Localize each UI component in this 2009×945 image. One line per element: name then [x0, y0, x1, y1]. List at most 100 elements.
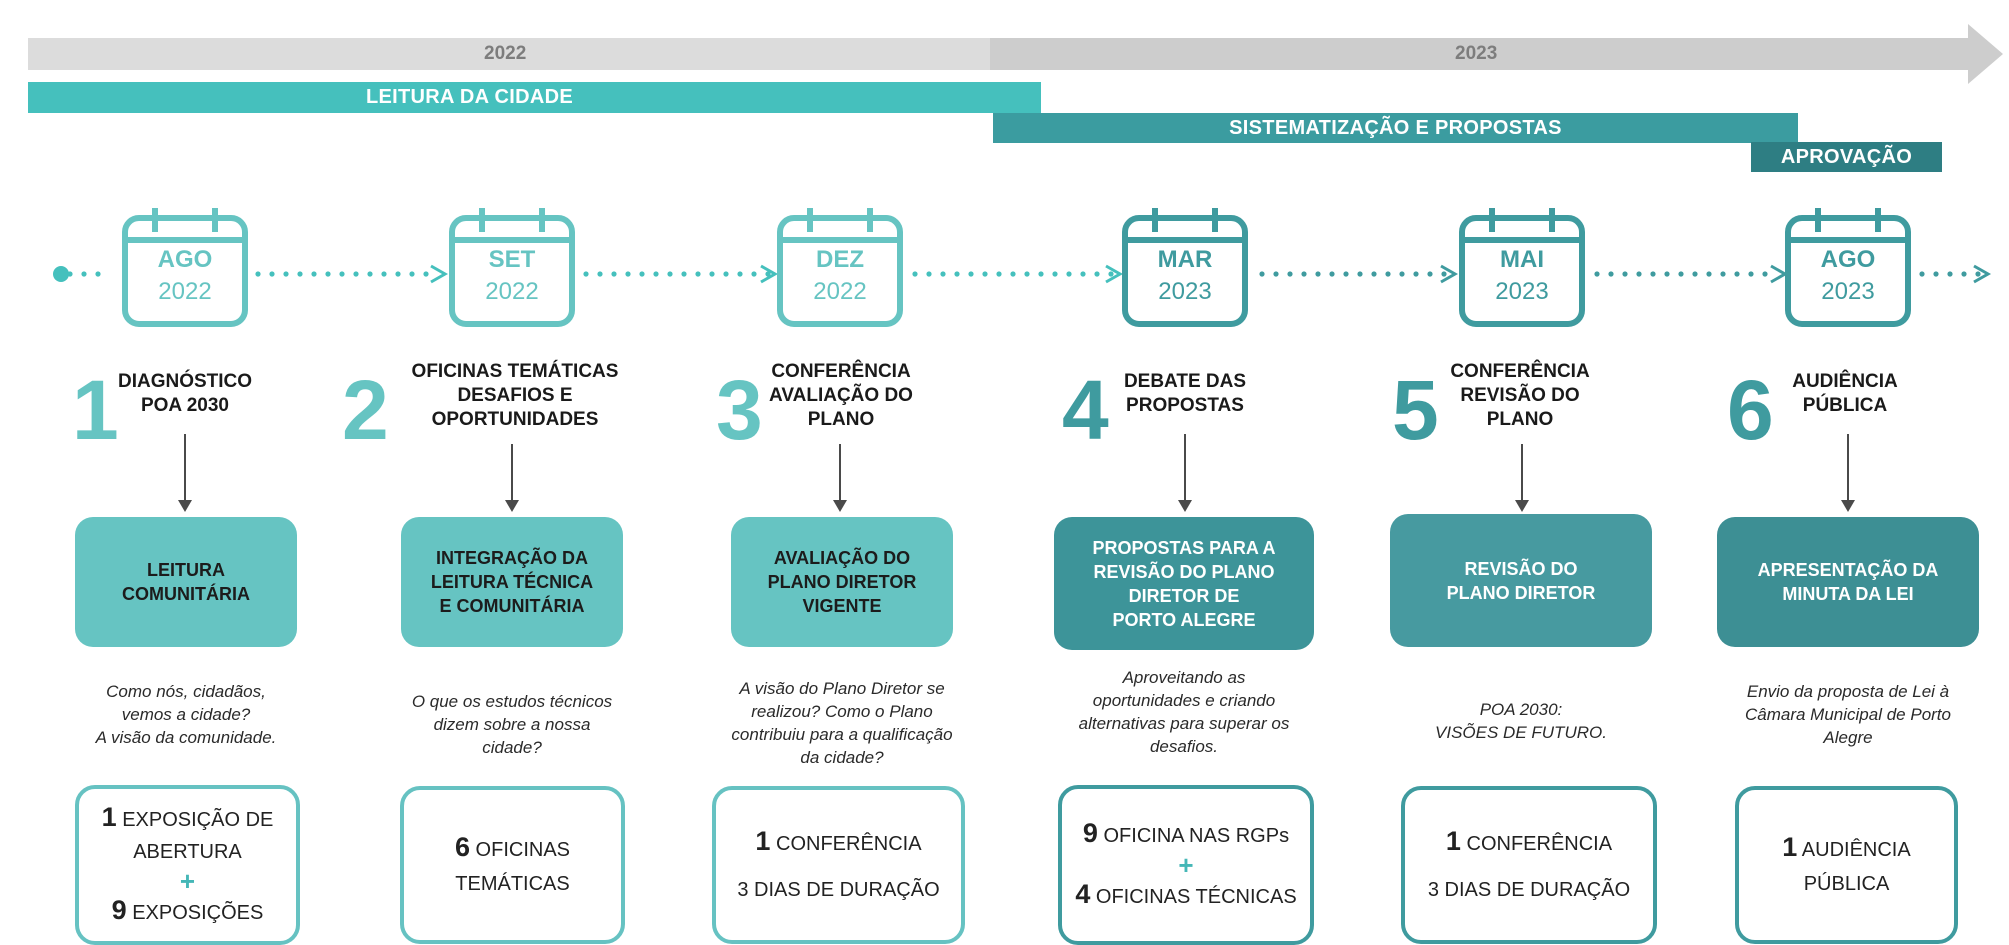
- year-arrow-bar: [28, 24, 2003, 84]
- timeline-dot: [667, 271, 673, 277]
- stat-line: 1 CONFERÊNCIA: [1446, 825, 1612, 860]
- timeline-dot: [709, 271, 715, 277]
- arrow-down-icon: [178, 434, 192, 512]
- timeline-dot: [1287, 271, 1293, 277]
- stat-number: 1: [755, 825, 771, 856]
- timeline-dot: [269, 271, 275, 277]
- timeline-dot: [1385, 271, 1391, 277]
- timeline-dot: [67, 271, 73, 277]
- stat-line: 9 OFICINA NAS RGPs: [1083, 817, 1289, 852]
- timeline-dot: [1066, 271, 1072, 277]
- timeline-dot: [325, 271, 331, 277]
- year-label-2022: 2022: [484, 43, 527, 64]
- step-description: POA 2030: VISÕES DE FUTURO.: [1435, 700, 1607, 742]
- step-title: DEBATE DAS PROPOSTAS: [1123, 371, 1247, 416]
- calendar-month: DEZ: [816, 246, 864, 273]
- stat-number: 9: [111, 895, 127, 925]
- timeline-dot: [1010, 271, 1016, 277]
- step-description: Como nós, cidadãos, vemos a cidade? A vi…: [95, 682, 277, 747]
- step-title: AUDIÊNCIA PÚBLICA: [1792, 371, 1898, 416]
- timeline-dot: [1594, 271, 1600, 277]
- timeline-dot: [1734, 271, 1740, 277]
- timeline-dot: [1108, 271, 1114, 277]
- stat-line: 4 OFICINAS TÉCNICAS: [1075, 878, 1296, 913]
- timeline-dot: [1961, 271, 1967, 277]
- arrow-down-icon: [1841, 434, 1855, 512]
- timeline-dot: [639, 271, 645, 277]
- activity-box: LEITURA COMUNITÁRIA: [75, 517, 297, 647]
- timeline-dot: [1762, 271, 1768, 277]
- timeline-dot: [1343, 271, 1349, 277]
- stat-line: 3 DIAS DE DURAÇÃO: [737, 874, 939, 906]
- timeline-dot: [1748, 271, 1754, 277]
- activity-box: PROPOSTAS PARA A REVISÃO DO PLANO DIRETO…: [1054, 517, 1314, 650]
- step-description: Envio da proposta de Lei à Câmara Munici…: [1745, 682, 1951, 747]
- calendar-month: SET: [488, 246, 536, 273]
- timeline-dot: [996, 271, 1002, 277]
- timeline-dot: [1975, 271, 1981, 277]
- timeline-dot: [81, 271, 87, 277]
- stat-text: CONFERÊNCIA: [770, 832, 922, 855]
- timeline-dot: [1329, 271, 1335, 277]
- timeline-dot: [1038, 271, 1044, 277]
- activity-box: INTEGRAÇÃO DA LEITURA TÉCNICA E COMUNITÁ…: [401, 517, 623, 647]
- timeline-dot: [940, 271, 946, 277]
- timeline-dot: [954, 271, 960, 277]
- stat-text: CONFERÊNCIA: [1460, 832, 1613, 855]
- step-number: 2: [342, 363, 389, 457]
- timeline-dot: [1273, 271, 1279, 277]
- arrow-right-icon: [430, 264, 449, 284]
- arrow-down-icon: [505, 444, 519, 512]
- calendar-icon: [777, 215, 903, 327]
- arrow-right-icon: [760, 264, 779, 284]
- timeline-dot: [1371, 271, 1377, 277]
- stat-box: 6 OFICINAS TEMÁTICAS: [400, 786, 625, 944]
- step-number: 5: [1392, 363, 1439, 457]
- calendar-icon: [1122, 215, 1248, 327]
- timeline-dot: [611, 271, 617, 277]
- stat-line: TEMÁTICAS: [455, 868, 569, 900]
- stat-text: ABERTURA: [133, 841, 242, 863]
- calendar-month: AGO: [157, 246, 213, 273]
- calendar-icon: [449, 215, 575, 327]
- timeline-dot: [653, 271, 659, 277]
- stat-box: 1 CONFERÊNCIA 3 DIAS DE DURAÇÃO: [1401, 786, 1657, 944]
- timeline-dot: [1024, 271, 1030, 277]
- stat-line: ABERTURA: [133, 836, 242, 868]
- stat-text: 3 DIAS DE DURAÇÃO: [1427, 878, 1631, 901]
- calendar-year: 2022: [158, 278, 212, 305]
- arrow-right-icon: [1105, 264, 1124, 284]
- timeline-dot: [926, 271, 932, 277]
- timeline-dot: [367, 271, 373, 277]
- calendar-month: MAI: [1500, 246, 1544, 273]
- stat-text: EXPOSIÇÃO DE: [116, 809, 274, 831]
- stat-text: TEMÁTICAS: [455, 872, 570, 895]
- timeline-dot: [1933, 271, 1939, 277]
- stat-text: AUDIÊNCIA: [1797, 838, 1911, 861]
- timeline-dot: [1413, 271, 1419, 277]
- arrow-right-icon: [1973, 264, 1992, 284]
- timeline-dot: [583, 271, 589, 277]
- step-title: CONFERÊNCIA AVALIAÇÃO DO PLANO: [769, 361, 913, 430]
- timeline-dot: [1357, 271, 1363, 277]
- timeline-dot: [1301, 271, 1307, 277]
- timeline-dot: [339, 271, 345, 277]
- timeline-dot: [1636, 271, 1642, 277]
- step-title: DIAGNÓSTICO POA 2030: [117, 371, 253, 416]
- timeline-dot: [1080, 271, 1086, 277]
- stat-text: EXPOSIÇÕES: [126, 902, 264, 924]
- stat-line: 6 OFICINAS: [455, 831, 570, 866]
- arrow-right-icon: [1440, 264, 1459, 284]
- stat-number: 9: [1082, 818, 1098, 848]
- stat-box: 9 OFICINA NAS RGPs+4 OFICINAS TÉCNICAS: [1058, 785, 1314, 945]
- stat-number: 4: [1075, 879, 1091, 909]
- timeline-dot: [1720, 271, 1726, 277]
- calendar-year: 2022: [813, 278, 867, 305]
- timeline-dot: [625, 271, 631, 277]
- timeline-dot: [1650, 271, 1656, 277]
- arrow-down-icon: [1515, 444, 1529, 512]
- activity-box: APRESENTAÇÃO DA MINUTA DA LEI: [1717, 517, 1979, 647]
- phase-bar-aprovacao: APROVAÇÃO: [1751, 142, 1942, 172]
